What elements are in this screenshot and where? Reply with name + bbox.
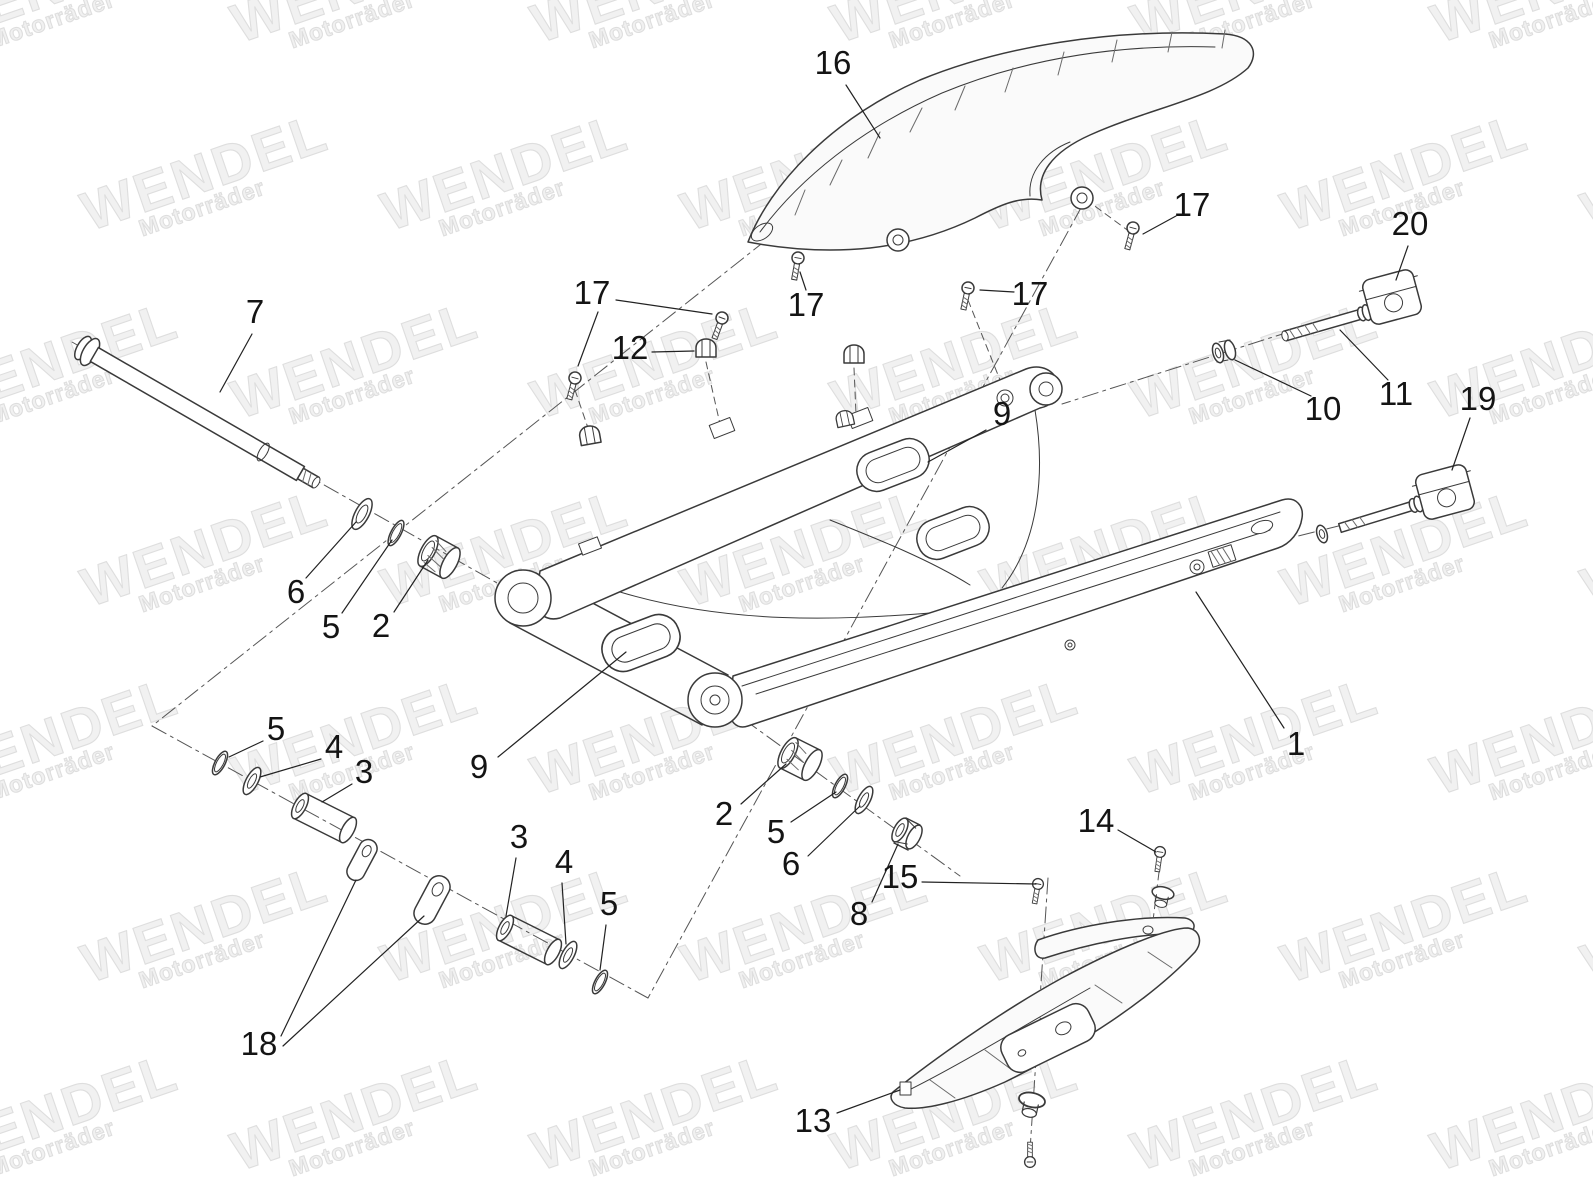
callout-3-24: 3 xyxy=(509,818,529,855)
leader-line-5 xyxy=(341,539,393,614)
leader-lines xyxy=(219,84,1471,1114)
leader-line-10 xyxy=(1234,359,1312,397)
adjuster-nut-10 xyxy=(1211,339,1237,364)
leader-line-8 xyxy=(871,843,899,903)
leader-line-2 xyxy=(393,559,429,613)
callout-9-8: 9 xyxy=(992,395,1012,432)
leader-line-17 xyxy=(799,271,807,291)
leader-line-17 xyxy=(577,311,599,367)
adjuster-bolt-19 xyxy=(1337,495,1424,534)
callout-17-5: 17 xyxy=(573,274,611,311)
leader-line-16 xyxy=(845,84,881,139)
leader-line-4 xyxy=(259,758,322,778)
pivot-seal-upper xyxy=(351,497,373,531)
callout-15-28: 15 xyxy=(881,858,919,895)
swingarm-drawing xyxy=(494,366,1304,728)
leader-line-13 xyxy=(836,1089,901,1114)
callout-17-3: 17 xyxy=(787,286,825,323)
leader-line-5 xyxy=(599,924,607,971)
callout-8-23: 8 xyxy=(849,895,869,932)
callout-6-22: 6 xyxy=(781,845,801,882)
leader-line-17 xyxy=(615,299,713,315)
leader-line-3 xyxy=(505,857,517,917)
leader-line-6 xyxy=(305,521,357,579)
leader-line-3 xyxy=(321,783,353,803)
callout-18-29: 18 xyxy=(240,1025,278,1062)
callout-2-14: 2 xyxy=(371,607,391,644)
leader-line-6 xyxy=(807,805,861,857)
callout-17-1: 17 xyxy=(1173,186,1211,223)
callout-12-6: 12 xyxy=(611,329,649,366)
leader-line-17 xyxy=(1142,215,1177,235)
leader-line-9 xyxy=(927,429,987,463)
callout-3-18: 3 xyxy=(354,753,374,790)
leader-line-17 xyxy=(979,289,1015,293)
callout-11-10: 11 xyxy=(1378,375,1414,412)
bushing-stack-left xyxy=(211,750,609,995)
leader-line-12 xyxy=(651,350,695,353)
callout-20-2: 20 xyxy=(1391,205,1429,242)
pivot-axle-drawing xyxy=(74,335,321,489)
leader-line-14 xyxy=(1117,829,1157,853)
callout-19-11: 19 xyxy=(1459,380,1497,417)
callout-5-21: 5 xyxy=(766,813,786,850)
leader-line-1 xyxy=(1195,591,1285,729)
circlip-upper xyxy=(387,519,405,547)
callout-17-4: 17 xyxy=(1011,275,1049,312)
leader-line-15 xyxy=(921,881,1037,885)
chain-adjuster-block-19 xyxy=(1411,464,1476,520)
leader-line-2 xyxy=(740,763,787,805)
callout-13-30: 13 xyxy=(794,1102,832,1139)
pivot-bearing-lower xyxy=(777,736,823,782)
leader-line-19 xyxy=(1451,417,1471,471)
callout-16-0: 16 xyxy=(814,44,852,81)
callout-5-26: 5 xyxy=(599,885,619,922)
callout-5-13: 5 xyxy=(321,608,341,645)
adjuster-washer-19 xyxy=(1315,524,1329,544)
leader-line-18 xyxy=(280,879,357,1037)
callout-10-9: 10 xyxy=(1304,390,1342,427)
callout-9-19: 9 xyxy=(469,748,489,785)
callout-5-16: 5 xyxy=(266,710,286,747)
leader-line-9 xyxy=(497,651,627,758)
chain-slider-drawing xyxy=(890,845,1201,1169)
leader-line-4 xyxy=(561,882,567,945)
callout-7-7: 7 xyxy=(245,293,265,330)
callout-1-15: 1 xyxy=(1286,725,1306,762)
leader-line-5 xyxy=(790,791,837,823)
leader-line-20 xyxy=(1395,245,1409,281)
leader-line-18 xyxy=(282,915,425,1047)
adjuster-bolt-11 xyxy=(1281,304,1372,342)
callout-4-17: 4 xyxy=(324,728,344,765)
callout-6-12: 6 xyxy=(286,573,306,610)
leader-line-11 xyxy=(1339,329,1389,381)
callout-2-20: 2 xyxy=(714,795,734,832)
callout-4-25: 4 xyxy=(554,843,574,880)
callout-14-27: 14 xyxy=(1077,802,1115,839)
chain-guard-drawing xyxy=(747,29,1255,252)
chain-adjuster-block-20 xyxy=(1358,269,1423,325)
leader-line-5 xyxy=(228,740,264,758)
pivot-nut xyxy=(891,817,923,851)
pivot-bearing-upper xyxy=(417,534,461,580)
leader-line-7 xyxy=(219,333,253,393)
